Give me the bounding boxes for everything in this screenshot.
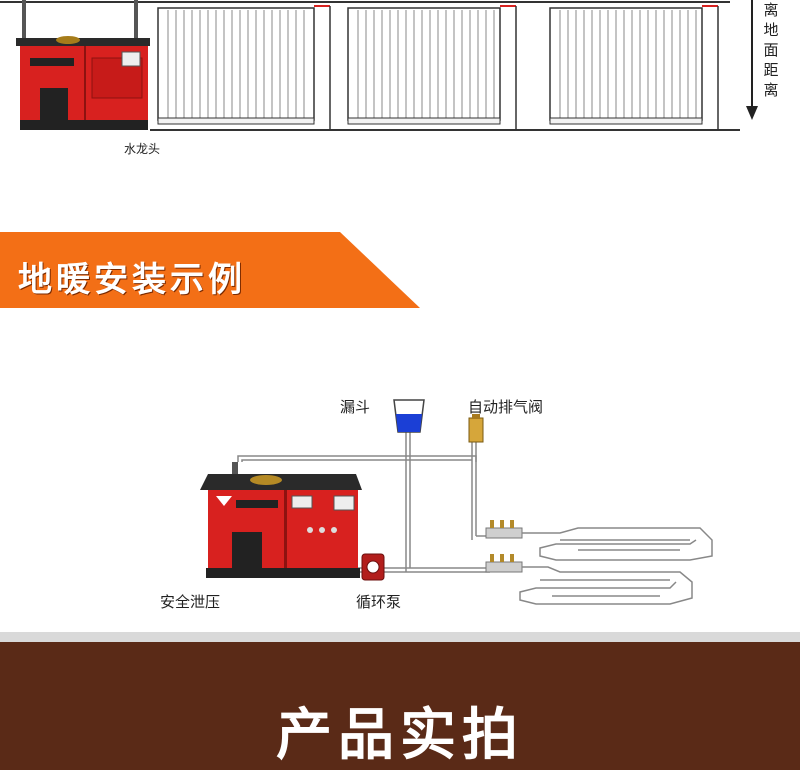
circulation-pump [361,553,385,581]
floor-heating-diagram [200,399,713,605]
heating-coil-lower [519,566,693,605]
radiator-3 [549,5,719,130]
funnel-label: 漏斗 [340,398,371,416]
radiator-2 [347,5,517,130]
distance-from-floor-label: 离地面距离 [763,1,779,99]
product-photos-title: 产品实拍 [276,703,524,768]
divider-strip [0,632,800,642]
bottom-band [0,642,800,770]
banner-title: 地暖安装示例 [18,260,246,300]
auto-air-valve-label: 自动排气阀 [468,398,544,416]
funnel [393,399,425,433]
faucet-label: 水龙头 [124,142,161,156]
safety-relief-label: 安全泄压 [160,593,221,611]
section-banner [0,232,420,308]
distance-arrow [746,0,758,120]
radiator-1 [157,5,331,130]
floor-boiler [200,462,362,578]
manifold [485,520,523,573]
radiator-diagram [0,0,758,131]
top-boiler [16,36,150,130]
heating-coil-upper [522,527,713,561]
auto-air-valve [468,414,484,443]
circulation-pump-label: 循环泵 [356,593,402,611]
